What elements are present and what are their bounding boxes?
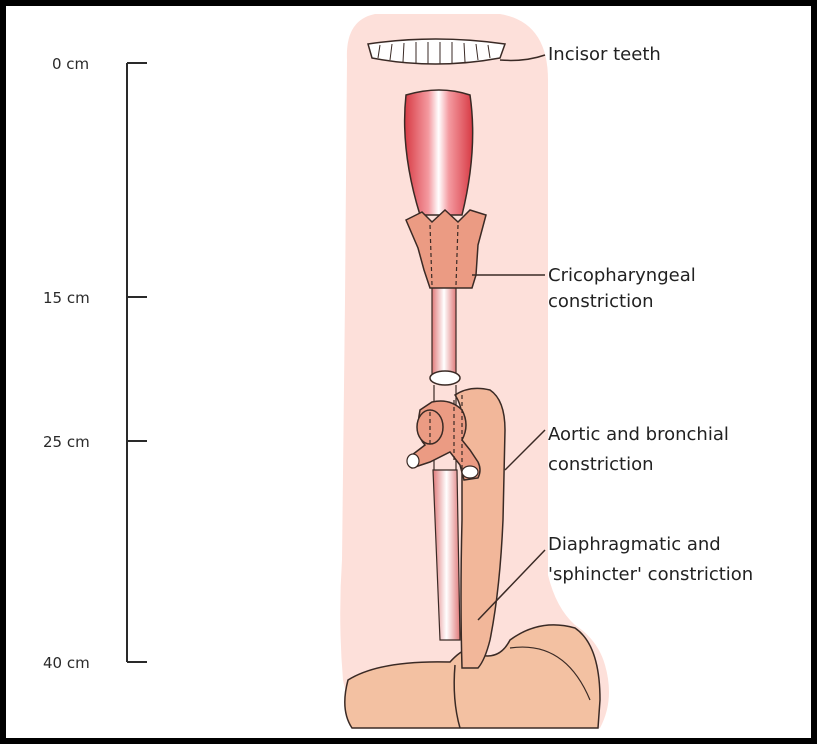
scale-label-40cm: 40 cm	[43, 654, 90, 672]
scale-label-25cm: 25 cm	[43, 433, 90, 451]
aorta-opening	[407, 454, 419, 468]
esophagus-lumen-ring	[430, 371, 460, 385]
scale-label-0cm: 0 cm	[52, 55, 89, 73]
incisor-teeth	[368, 39, 505, 64]
depth-scale	[127, 63, 147, 662]
esophagus-tube	[432, 287, 456, 375]
label-aortic-constriction: constriction	[548, 454, 654, 475]
label-aortic-bronchial: Aortic and bronchial	[548, 424, 729, 445]
label-diaphragmatic: Diaphragmatic and	[548, 534, 721, 555]
label-cricopharyngeal-constriction: constriction	[548, 291, 654, 312]
pharynx	[405, 90, 473, 215]
bronchus-opening	[462, 466, 478, 478]
label-sphincter-constriction: 'sphincter' constriction	[548, 564, 753, 585]
scale-label-15cm: 15 cm	[43, 289, 90, 307]
label-incisor-teeth: Incisor teeth	[548, 44, 661, 65]
label-cricopharyngeal: Cricopharyngeal	[548, 265, 696, 286]
